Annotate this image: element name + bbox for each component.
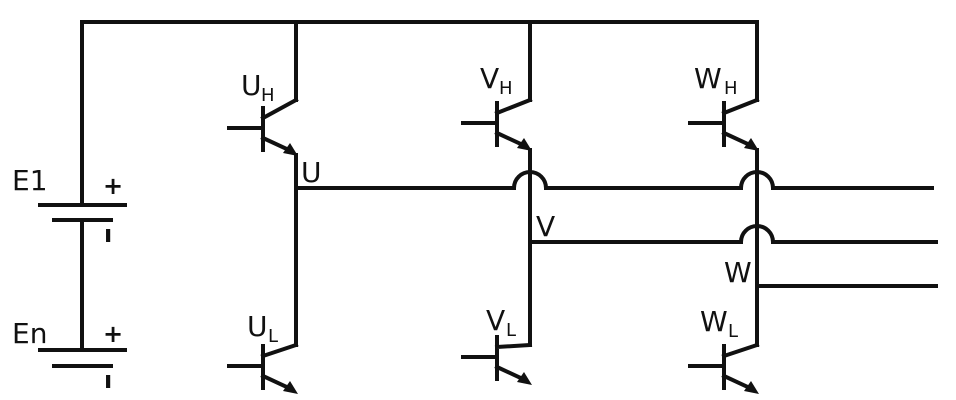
transistor-wh-label-sub: H [724,78,738,99]
phase-v-output-wire [528,224,938,244]
transistor-wh: W H [688,62,760,151]
battery-e1-plus-sign: + [103,172,123,200]
transistor-ul-label: U [247,310,268,343]
transistor-uh: U H [227,69,299,156]
transistor-vh: V H [461,62,533,151]
transistor-vl-label-sub: L [506,320,516,341]
leg-verticals [294,148,759,347]
transistor-ul-label-sub: L [268,326,278,347]
transistor-wl: W L [688,305,760,394]
transistor-uh-label-sub: H [261,85,275,106]
transistor-uh-label: U [241,69,262,102]
phase-outputs: U V W [294,156,938,289]
transistor-vl-label: V [486,304,505,337]
dc-bus [80,20,759,352]
transistor-wh-label: W [694,62,722,95]
battery-en-label: En [12,317,47,350]
battery-e1-label: E1 [12,164,48,197]
top-bus-wire [80,20,759,207]
transistor-ul: U L [227,310,299,394]
transistor-wl-label-sub: L [728,321,738,342]
battery-e1-minus-sign: ı [104,220,112,248]
transistor-wl-label: W [700,305,728,338]
transistor-vl-emitter-arrow [517,372,532,385]
battery-en-minus-sign: ı [104,366,112,394]
transistor-wl-emitter-arrow [744,381,759,394]
transistor-vh-label-sub: H [499,78,513,99]
phase-u-label: U [301,156,322,189]
phase-u-output-wire [294,170,934,190]
phase-v-label: V [536,210,555,243]
battery-e1: E1 + ı [12,164,127,248]
transistor-vl: V L [461,304,533,385]
battery-en-plus-sign: + [103,320,123,348]
phase-w-label: W [724,256,752,289]
transistor-vh-label: V [480,62,499,95]
transistor-ul-emitter-arrow [283,381,298,394]
transistor-wh-emitter-arrow [744,138,759,151]
transistor-uh-emitter-arrow [283,143,298,156]
battery-en: En + ı [12,317,127,394]
transistor-vh-emitter-arrow [517,138,532,151]
